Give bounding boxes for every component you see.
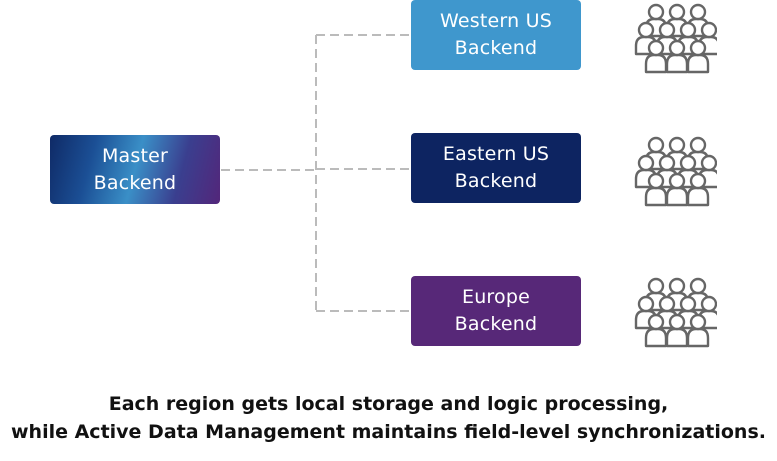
western-line1: Western US bbox=[440, 10, 552, 32]
europe-backend-box: Europe Backend bbox=[411, 276, 581, 346]
eastern-line2: Backend bbox=[454, 170, 538, 192]
europe-line2: Backend bbox=[454, 313, 538, 335]
master-line1: Master bbox=[101, 144, 169, 167]
people-group-icon bbox=[634, 136, 717, 207]
caption-line1: Each region gets local storage and logic… bbox=[108, 393, 669, 415]
caption-line2: while Active Data Management maintains f… bbox=[11, 421, 766, 443]
eastern-line1: Eastern US bbox=[442, 143, 550, 165]
europe-line1: Europe bbox=[461, 286, 530, 308]
caption: Each region gets local storage and logic… bbox=[0, 390, 777, 446]
eastern-us-backend-box: Eastern US Backend bbox=[411, 133, 581, 203]
western-line2: Backend bbox=[454, 37, 538, 59]
master-backend-box: Master Backend bbox=[50, 135, 220, 204]
master-line2: Backend bbox=[93, 171, 177, 194]
people-group-icon bbox=[634, 3, 717, 74]
people-group-icon bbox=[634, 277, 717, 348]
western-us-backend-box: Western US Backend bbox=[411, 0, 581, 70]
